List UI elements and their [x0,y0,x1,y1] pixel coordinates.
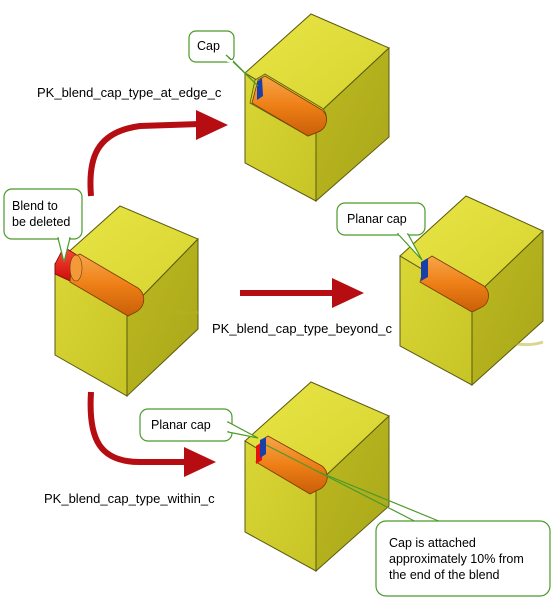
callout-cap-attached [265,444,551,597]
label-beyond: PK_blend_cap_type_beyond_c [212,321,392,336]
callout-planar-cap-right [336,202,426,261]
cap-face [260,437,266,458]
arrow-to-within [87,391,216,477]
callout-planar-cap-bottom [139,408,259,442]
label-within: PK_blend_cap_type_within_c [44,491,215,506]
cube-original [54,205,199,398]
blend-cylinder [251,75,327,137]
cap-face [257,78,263,100]
cube-within [244,381,390,573]
blend-cylinder [69,253,145,317]
callout-blend-deleted-text: Blend to be deleted [12,199,71,229]
blend-cylinder [255,435,328,495]
callout-planar-cap-right-text: Planar cap [347,212,407,226]
callout-cap [188,30,259,87]
callout-planar-cap-bottom-text: Planar cap [151,418,211,432]
cube-beyond [399,195,544,387]
callout-cap-attached-text: Cap is attached approximately 10% from t… [389,536,524,582]
blend-cylinder [419,255,489,313]
cap-face [421,258,428,281]
callout-blend-deleted [3,188,83,263]
arrow-to-at-edge [87,110,228,197]
label-at-edge: PK_blend_cap_type_at_edge_c [37,85,222,100]
cube-at-edge [244,13,390,203]
callout-cap-text: Cap [197,39,220,53]
arrow-to-beyond [240,278,364,308]
